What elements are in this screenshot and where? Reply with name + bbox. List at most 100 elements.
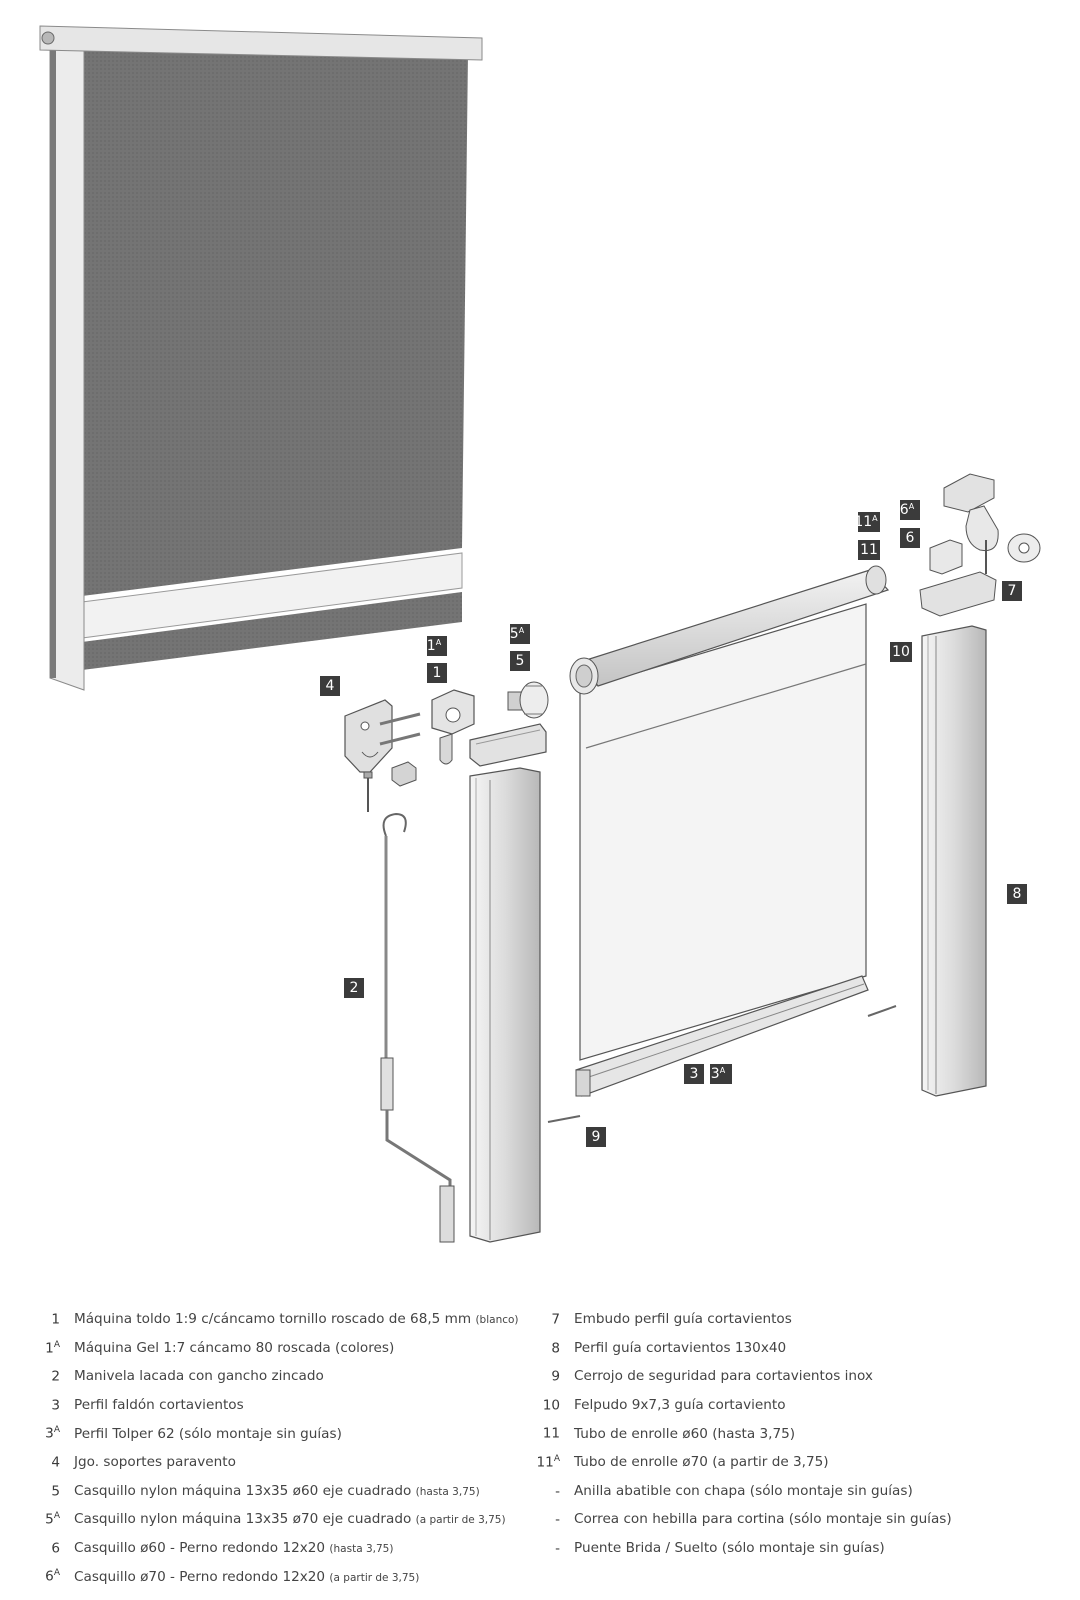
legend-item-number: 8 bbox=[551, 1340, 560, 1357]
legend-item-description: Máquina Gel 1:7 cáncamo 80 roscada (colo… bbox=[74, 1339, 395, 1356]
svg-text:9: 9 bbox=[592, 1129, 601, 1145]
legend-item-description: Felpudo 9x7,3 guía cortaviento bbox=[574, 1397, 786, 1414]
legend-item: -Anilla abatible con chapa (sólo montaje… bbox=[530, 1477, 1050, 1506]
svg-text:8: 8 bbox=[1013, 886, 1022, 902]
legend-item-number: 4 bbox=[51, 1454, 60, 1471]
legend-item: -Correa con hebilla para cortina (sólo m… bbox=[530, 1505, 1050, 1534]
right-guide-profile-8 bbox=[921, 625, 987, 1097]
legend-item: 8 Perfil guía cortavientos 130x40 bbox=[530, 1334, 1050, 1363]
legend-item-description: Cerrojo de seguridad para cortavientos i… bbox=[574, 1368, 873, 1385]
legend-item-number: 11A bbox=[536, 1454, 560, 1471]
legend-item-number: 5 bbox=[51, 1483, 60, 1500]
svg-text:10: 10 bbox=[892, 644, 910, 660]
exploded-assembly-diagram: 1A 1 4 5A 5 11A 11 6A 6 7 10 8 bbox=[39, 25, 1041, 1243]
tag-3: 3 bbox=[684, 1064, 704, 1084]
legend-item-description: Manivela lacada con gancho zincado bbox=[74, 1368, 324, 1385]
legend-item-number: 11 bbox=[542, 1425, 560, 1442]
installed-awning bbox=[39, 25, 483, 691]
screen-fabric bbox=[579, 603, 867, 1061]
svg-text:6A: 6A bbox=[900, 502, 915, 519]
tag-3A: 3A bbox=[710, 1064, 732, 1084]
legend-item-description: Perfil guía cortavientos 130x40 bbox=[574, 1339, 787, 1356]
legend-item-description: Casquillo nylon máquina 13x35 ø70 eje cu… bbox=[74, 1511, 506, 1528]
tag-6A: 6A bbox=[900, 500, 920, 520]
awning-left-guide-edge bbox=[50, 42, 56, 678]
tag-6: 6 bbox=[900, 528, 920, 548]
tag-10: 10 bbox=[890, 642, 912, 662]
awning-fabric-lower bbox=[82, 592, 462, 670]
tag-1A: 1A bbox=[427, 636, 447, 656]
svg-text:1A: 1A bbox=[427, 638, 442, 655]
legend-item-number: 3A bbox=[45, 1425, 60, 1442]
legend-item: -Puente Brida / Suelto (sólo montaje sin… bbox=[530, 1534, 1050, 1563]
legend-item-number: 3 bbox=[51, 1397, 60, 1414]
awning-roller-box bbox=[39, 25, 483, 61]
end-cap-5 bbox=[507, 681, 549, 719]
legend-item-description: Máquina toldo 1:9 c/cáncamo tornillo ros… bbox=[74, 1311, 519, 1328]
svg-text:4: 4 bbox=[326, 678, 335, 694]
legend-item-description: Jgo. soportes paravento bbox=[74, 1454, 236, 1471]
legend-item: 11A Tubo de enrolle ø70 (a partir de 3,75… bbox=[530, 1448, 1050, 1477]
tag-9: 9 bbox=[586, 1127, 606, 1147]
legend-item: 11 Tubo de enrolle ø60 (hasta 3,75) bbox=[530, 1419, 1050, 1448]
svg-text:3: 3 bbox=[690, 1066, 699, 1082]
tag-7: 7 bbox=[1002, 581, 1022, 601]
awning-end-cap bbox=[41, 31, 55, 45]
legend-item-description: Casquillo ø60 - Perno redondo 12x20 (has… bbox=[74, 1540, 394, 1557]
left-guide-funnel bbox=[469, 723, 547, 767]
legend-item-description: Embudo perfil guía cortavientos bbox=[574, 1311, 792, 1328]
parts-legend: 1 Máquina toldo 1:9 c/cáncamo tornillo ro… bbox=[30, 1305, 1060, 1595]
legend-item-number: 5A bbox=[45, 1511, 60, 1528]
tag-11: 11 bbox=[858, 540, 880, 560]
left-guide-profile bbox=[469, 767, 541, 1243]
legend-item: 6 Casquillo ø60 - Perno redondo 12x20 (ha… bbox=[30, 1534, 530, 1563]
legend-item-note: (hasta 3,75) bbox=[329, 1543, 394, 1556]
svg-text:11A: 11A bbox=[854, 514, 878, 531]
legend-item-number: - bbox=[555, 1540, 560, 1557]
legend-item-description: Anilla abatible con chapa (sólo montaje … bbox=[574, 1482, 913, 1499]
svg-text:1: 1 bbox=[433, 665, 442, 681]
awning-fabric bbox=[82, 42, 468, 596]
tag-1: 1 bbox=[427, 663, 447, 683]
legend-item-number: 9 bbox=[551, 1368, 560, 1385]
legend-item: 1A Máquina Gel 1:7 cáncamo 80 roscada (co… bbox=[30, 1334, 530, 1363]
legend-item-number: 1A bbox=[45, 1339, 60, 1357]
legend-item-description: Tubo de enrolle ø60 (hasta 3,75) bbox=[574, 1425, 796, 1442]
tag-11A: 11A bbox=[854, 512, 880, 532]
bracket-set-4 bbox=[344, 699, 421, 812]
legend-item-description: Puente Brida / Suelto (sólo montaje sin … bbox=[574, 1540, 885, 1557]
svg-text:3A: 3A bbox=[711, 1066, 726, 1083]
tag-5: 5 bbox=[510, 651, 530, 671]
legend-item-number: 2 bbox=[51, 1368, 60, 1385]
legend-item-note: (hasta 3,75) bbox=[415, 1485, 480, 1498]
svg-text:7: 7 bbox=[1008, 583, 1017, 599]
legend-item: 2 Manivela lacada con gancho zincado bbox=[30, 1362, 530, 1391]
legend-item-number: 1 bbox=[51, 1311, 60, 1328]
legend-item: 4 Jgo. soportes paravento bbox=[30, 1448, 530, 1477]
legend-item-number: - bbox=[555, 1511, 560, 1528]
svg-text:11: 11 bbox=[860, 542, 878, 558]
legend-item: 6A Casquillo ø70 - Perno redondo 12x20 (a… bbox=[30, 1562, 530, 1591]
legend-item-description: Casquillo ø70 - Perno redondo 12x20 (a p… bbox=[74, 1568, 420, 1585]
security-bolt-9 bbox=[547, 1005, 897, 1123]
right-bracket-assembly bbox=[919, 473, 1041, 617]
legend-item-number: 6A bbox=[45, 1568, 60, 1585]
legend-item-description: Casquillo nylon máquina 13x35 ø60 eje cu… bbox=[74, 1482, 480, 1499]
legend-item-number: 6 bbox=[51, 1540, 60, 1557]
svg-text:5A: 5A bbox=[510, 626, 525, 643]
legend-item: 5A Casquillo nylon máquina 13x35 ø70 eje … bbox=[30, 1505, 530, 1534]
legend-column-right: 7 Embudo perfil guía cortavientos 8 Perfil … bbox=[530, 1305, 1050, 1562]
tag-4: 4 bbox=[320, 676, 340, 696]
legend-item-number: 7 bbox=[551, 1311, 560, 1328]
svg-text:2: 2 bbox=[350, 980, 359, 996]
legend-item-note: (blanco) bbox=[475, 1314, 519, 1327]
legend-item-note: (a partir de 3,75) bbox=[415, 1514, 506, 1527]
legend-item: 7 Embudo perfil guía cortavientos bbox=[530, 1305, 1050, 1334]
tag-2: 2 bbox=[344, 978, 364, 998]
legend-item-description: Tubo de enrolle ø70 (a partir de 3,75) bbox=[574, 1454, 829, 1471]
legend-item: 1 Máquina toldo 1:9 c/cáncamo tornillo ro… bbox=[30, 1305, 530, 1334]
legend-item-description: Correa con hebilla para cortina (sólo mo… bbox=[574, 1511, 952, 1528]
